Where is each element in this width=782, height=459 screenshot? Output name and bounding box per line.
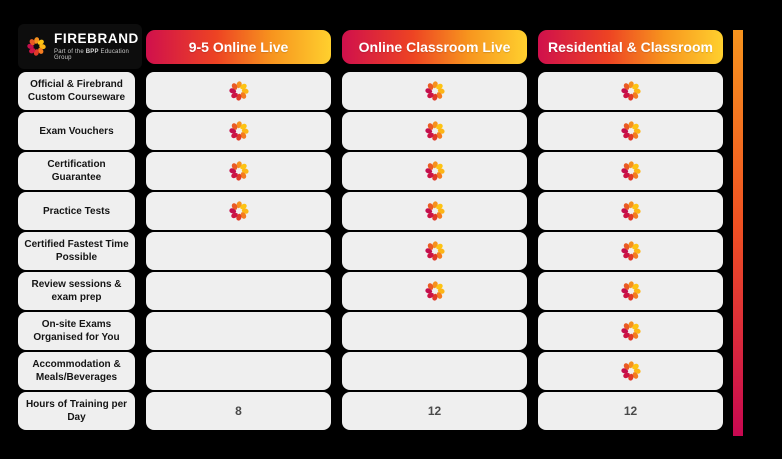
firebrand-flame-icon	[228, 201, 249, 221]
feature-matrix: Official & Firebrand Custom Courseware	[18, 72, 723, 430]
feature-cell	[538, 272, 723, 310]
firebrand-flame-icon	[424, 81, 445, 101]
column-header-1: 9-5 Online Live	[146, 30, 331, 64]
feature-cell	[342, 72, 527, 110]
tagline-prefix: Part of the	[54, 48, 86, 55]
feature-cell	[146, 72, 331, 110]
feature-cell	[538, 112, 723, 150]
firebrand-flame-icon	[228, 81, 249, 101]
firebrand-flame-icon	[424, 241, 445, 261]
row-label: Certified Fastest Time Possible	[18, 232, 135, 270]
column-header-3: Residential & Classroom	[538, 30, 723, 64]
gradient-edge-bar	[733, 30, 743, 436]
firebrand-flame-icon	[620, 321, 641, 341]
row-label: Exam Vouchers	[18, 112, 135, 150]
feature-cell	[146, 112, 331, 150]
logo-text: FIREBRAND Part of the BPP Education Grou…	[54, 31, 139, 61]
feature-cell: 12	[342, 392, 527, 430]
column-headers: 9-5 Online Live Online Classroom Live Resi…	[146, 30, 723, 64]
feature-cell	[342, 192, 527, 230]
firebrand-flame-icon	[228, 121, 249, 141]
feature-cell	[146, 312, 331, 350]
row-label: Official & Firebrand Custom Courseware	[18, 72, 135, 110]
firebrand-flame-icon	[620, 241, 641, 261]
feature-cell	[538, 152, 723, 190]
firebrand-flame-icon	[25, 35, 48, 58]
feature-cell	[538, 192, 723, 230]
row-label: Review sessions & exam prep	[18, 272, 135, 310]
firebrand-flame-icon	[228, 161, 249, 181]
feature-cell	[342, 312, 527, 350]
firebrand-flame-icon	[424, 281, 445, 301]
firebrand-flame-icon	[620, 361, 641, 381]
firebrand-flame-icon	[424, 121, 445, 141]
row-label: Accommodation & Meals/Beverages	[18, 352, 135, 390]
feature-cell	[342, 232, 527, 270]
feature-cell	[538, 232, 723, 270]
cell-value: 12	[623, 404, 638, 418]
firebrand-flame-icon	[620, 201, 641, 221]
feature-cell	[342, 112, 527, 150]
feature-cell	[146, 152, 331, 190]
feature-cell	[342, 152, 527, 190]
firebrand-flame-icon	[620, 281, 641, 301]
feature-cell	[146, 192, 331, 230]
firebrand-flame-icon	[27, 37, 46, 56]
cell-value: 8	[235, 404, 242, 418]
feature-cell	[146, 272, 331, 310]
feature-cell	[538, 72, 723, 110]
feature-cell	[146, 352, 331, 390]
feature-cell	[342, 272, 527, 310]
feature-cell	[146, 232, 331, 270]
column-header-2: Online Classroom Live	[342, 30, 527, 64]
firebrand-flame-icon	[620, 81, 641, 101]
feature-cell	[342, 352, 527, 390]
firebrand-flame-icon	[620, 161, 641, 181]
row-label: Hours of Training per Day	[18, 392, 135, 430]
firebrand-logo: FIREBRAND Part of the BPP Education Grou…	[18, 24, 142, 69]
row-label: Certification Guarantee	[18, 152, 135, 190]
row-label: On-site Exams Organised for You	[18, 312, 135, 350]
brand-name: FIREBRAND	[54, 31, 139, 47]
tagline-suffix: Education Group	[54, 48, 130, 61]
feature-cell: 8	[146, 392, 331, 430]
feature-cell: 12	[538, 392, 723, 430]
tagline-bpp: BPP	[85, 48, 99, 55]
feature-cell	[538, 312, 723, 350]
brand-tagline: Part of the BPP Education Group	[54, 49, 139, 61]
firebrand-flame-icon	[620, 121, 641, 141]
firebrand-flame-icon	[424, 201, 445, 221]
firebrand-flame-icon	[424, 161, 445, 181]
cell-value: 12	[427, 404, 442, 418]
row-label: Practice Tests	[18, 192, 135, 230]
feature-cell	[538, 352, 723, 390]
